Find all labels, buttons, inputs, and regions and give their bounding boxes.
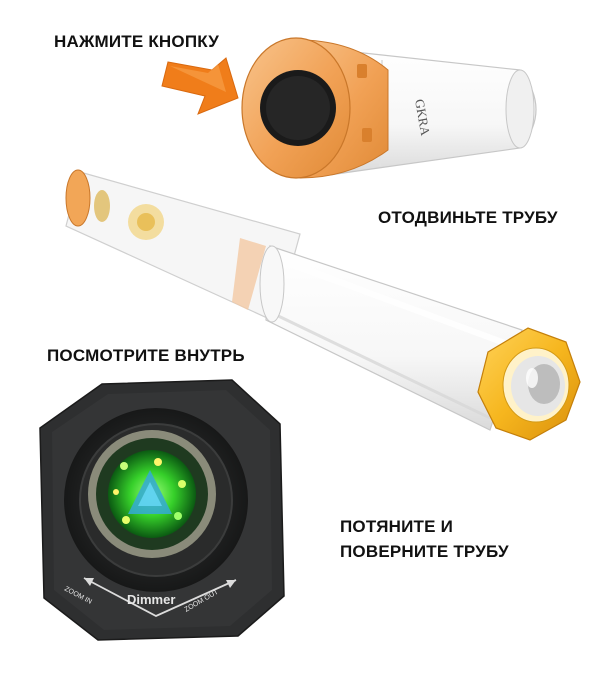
step-2-caption: ОТОДВИНЬТЕ ТРУБУ [378,208,558,227]
dimmer-label: Dimmer [127,592,175,607]
extended-tube [65,169,581,441]
svg-text:GKRA: GKRA [412,98,433,137]
tube-with-button: GKRA [241,37,537,179]
step-4-caption: ПОТЯНИТЕ И ПОВЕРНИТЕ ТРУБУ [340,515,509,564]
step-4-caption-line-1: ПОТЯНИТЕ И [340,517,453,536]
device-closeup: Dimmer ZOOM IN ZOOM OUT [39,379,285,641]
step-3-caption: ПОСМОТРИТЕ ВНУТРЬ [47,346,245,365]
step-4-caption-line-2: ПОВЕРНИТЕ ТРУБУ [340,541,509,561]
step-1-caption: НАЖМИТЕ КНОПКУ [54,32,220,51]
arrow-right-icon [161,57,239,115]
